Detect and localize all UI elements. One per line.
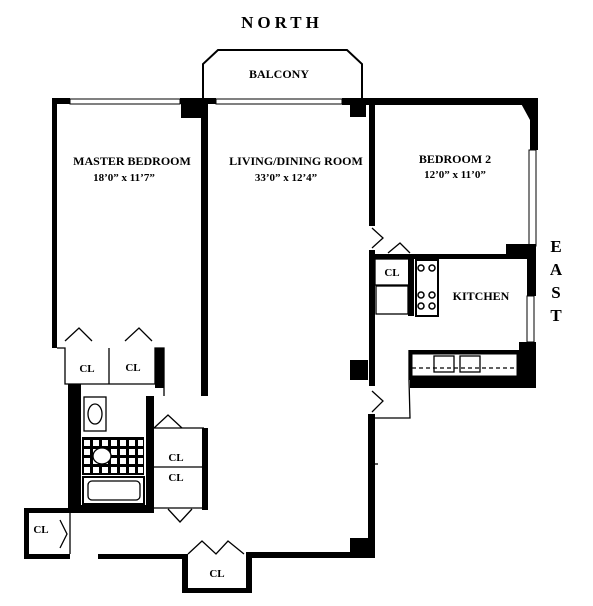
entry-cl-bottom-east — [246, 554, 252, 593]
kitchen-north-wall — [375, 254, 529, 259]
bedroom2-size: 12’0” x 11’0” — [424, 169, 486, 181]
hall-cl-lower-door — [167, 508, 193, 523]
east-wall-bottom — [519, 342, 536, 388]
bathtub-inner — [87, 480, 141, 501]
living-corner-block — [350, 105, 366, 117]
sink-icon — [87, 403, 103, 425]
kitchen-cl-wall — [408, 254, 414, 316]
east-wall-kitchen-top — [527, 258, 536, 296]
north-wall-master — [52, 98, 70, 104]
bath-west-wall — [68, 384, 81, 508]
south-corner-block — [350, 538, 368, 558]
balcony-outline — [202, 49, 363, 101]
living-east-wall-lower — [368, 414, 375, 558]
living-column — [350, 360, 368, 380]
balcony-door — [215, 98, 343, 105]
hall-cl-lower-label: CL — [168, 472, 183, 484]
master-corner-block — [181, 104, 201, 118]
kitchen-window — [526, 295, 535, 343]
east-letter-a: A — [550, 260, 566, 279]
master-closet-corner — [155, 348, 164, 388]
east-corner-chamfer — [518, 98, 538, 150]
north-wall-living-right — [342, 98, 536, 105]
hall-cl-upper-door — [153, 414, 183, 429]
kitchen-cl-door — [387, 242, 411, 254]
master-bedroom-size: 18’0” x 11’7” — [93, 172, 155, 184]
bedroom2-window — [528, 149, 537, 247]
east-label: E A S T — [550, 237, 566, 325]
living-east-wall-mid — [369, 250, 375, 386]
master-cl-left-label: CL — [79, 363, 94, 375]
bedroom2-door-swing — [371, 227, 384, 249]
entry-cl-bottom-door — [187, 540, 245, 555]
entry-cl-left-door — [59, 519, 68, 549]
master-bedroom-label: MASTER BEDROOM — [73, 154, 191, 168]
bath-tile-floor — [82, 437, 144, 475]
east-letter-e: E — [550, 237, 565, 256]
entry-cl-bottom-west — [182, 554, 188, 590]
kitchen-sink-icon — [433, 355, 455, 373]
entry-cl-bottom-floor — [182, 588, 250, 593]
bathtub — [82, 476, 145, 505]
west-wall-master — [52, 98, 57, 348]
living-dining-size: 33’0” x 12’4” — [255, 172, 317, 184]
stove — [415, 259, 439, 317]
balcony-label: BALCONY — [249, 67, 309, 81]
entry-cl-bottom-label: CL — [209, 568, 224, 580]
bath-east-wall — [146, 396, 154, 508]
south-wall-left — [98, 554, 185, 559]
living-door-swing — [371, 390, 384, 413]
hall-closets-east-wall — [202, 428, 208, 510]
south-wall-right — [246, 552, 368, 558]
kitchen-counter-top — [411, 353, 518, 377]
refrigerator — [375, 285, 409, 315]
bedroom2-west-wall — [369, 104, 375, 226]
kitchen-label: KITCHEN — [453, 289, 510, 303]
kitchen-cl-label: CL — [384, 267, 399, 279]
north-label: NORTH — [241, 13, 323, 32]
bedroom2-label: BEDROOM 2 — [419, 152, 491, 166]
burners-icon — [417, 264, 436, 310]
master-living-partition-inner — [202, 117, 206, 394]
toilet-icon — [92, 447, 112, 465]
east-letter-s: S — [551, 283, 564, 302]
kitchen-counter-edge — [375, 350, 411, 419]
hall-cl-upper-label: CL — [168, 452, 183, 464]
kitchen-sink-icon-2 — [459, 355, 481, 373]
entry-cl-left-label: CL — [33, 524, 48, 536]
vanity — [83, 396, 107, 432]
entry-cl-left-wall — [24, 508, 154, 513]
kitchen-south-wall — [410, 380, 528, 388]
entry-cl-left-bottom — [24, 554, 70, 559]
east-letter-t: T — [550, 306, 565, 325]
master-cl-right-door — [124, 327, 153, 342]
north-wall-master-right — [180, 98, 216, 104]
entry-cl-left-west — [24, 508, 29, 558]
living-dining-label: LIVING/DINING ROOM — [229, 154, 363, 168]
master-cl-left-door — [64, 327, 93, 342]
master-cl-right-label: CL — [125, 362, 140, 374]
master-window — [69, 98, 181, 105]
